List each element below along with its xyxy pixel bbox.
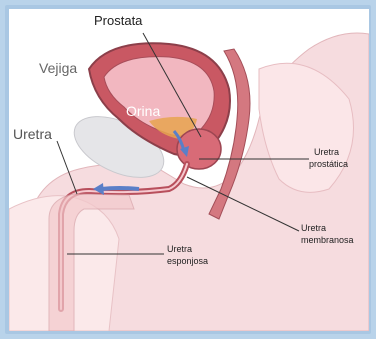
label-uretra-prostatica-line2: prostática (309, 159, 348, 169)
label-uretra-esponjosa-line1: Uretra (167, 244, 192, 254)
label-uretra-prostatica-line1: Uretra (314, 147, 339, 157)
label-uretra: Uretra (13, 126, 52, 142)
flow-arrow-2 (101, 188, 139, 189)
label-uretra-membranosa-line2: membranosa (301, 235, 354, 245)
anatomy-illustration: Prostata Vejiga Orina Uretra Uretra pros… (9, 9, 369, 331)
label-orina: Orina (126, 103, 160, 119)
label-vejiga: Vejiga (39, 60, 77, 76)
label-prostata: Prostata (94, 13, 143, 28)
urethra-diagram: Prostata Vejiga Orina Uretra Uretra pros… (9, 9, 369, 331)
label-uretra-membranosa-line1: Uretra (301, 223, 326, 233)
label-uretra-esponjosa-line2: esponjosa (167, 256, 208, 266)
